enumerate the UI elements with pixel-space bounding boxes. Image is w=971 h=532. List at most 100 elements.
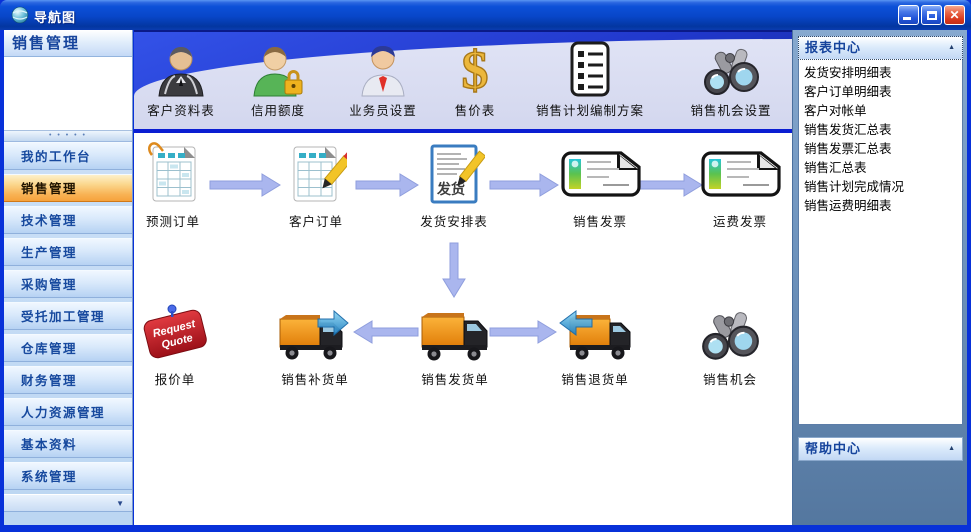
help-center-panel: 帮助中心 ▲: [798, 437, 963, 461]
flow-item-forecast-order[interactable]: 预测订单: [118, 141, 228, 230]
toolbar-item-label: 信用额度: [250, 104, 305, 118]
customer-order-icon: [293, 146, 347, 202]
right-panel: 报表中心 ▲ 发货安排明细表 客户订单明细表 客户对帐单 销售发货汇总表 销售发…: [792, 30, 967, 525]
customer-profile-icon: [158, 47, 204, 97]
sidebar: 销售管理 • • • • • 我的工作台 销售管理 技术管理 生产管理 采购管理…: [4, 30, 133, 525]
sidebar-overflow-chevron[interactable]: ▼: [4, 494, 132, 512]
flow-item-sales-opportunity[interactable]: 销售机会: [675, 299, 785, 388]
flow-arrow: [209, 173, 281, 197]
sidebar-splitter-handle[interactable]: • • • • •: [4, 131, 132, 142]
flow-arrow: [442, 242, 466, 298]
dollar-price-icon: $: [461, 40, 489, 98]
sidebar-header: 销售管理: [4, 30, 132, 57]
flow-canvas: 预测订单 客户订单: [134, 133, 793, 525]
app-globe-icon: [11, 6, 29, 24]
sidebar-item-warehouse-management[interactable]: 仓库管理: [4, 334, 132, 362]
flow-item-customer-order[interactable]: 客户订单: [261, 141, 371, 230]
toolbar-item-label: 售价表: [454, 104, 496, 118]
flow-item-label: 销售发票: [572, 215, 627, 229]
replenishment-truck-icon: [279, 309, 349, 360]
report-center-title: 报表中心: [805, 40, 862, 55]
forecast-order-icon: [148, 142, 196, 202]
sidebar-item-hr-management[interactable]: 人力资源管理: [4, 398, 132, 426]
flow-item-shipping-schedule[interactable]: 发货 发货安排表: [399, 141, 509, 230]
flow-item-sales-invoice[interactable]: 销售发票: [545, 141, 655, 230]
sidebar-item-my-workbench[interactable]: 我的工作台: [4, 142, 132, 170]
svg-text:$: $: [462, 40, 489, 98]
flow-item-label: 客户订单: [288, 215, 343, 229]
sidebar-item-purchase-management[interactable]: 采购管理: [4, 270, 132, 298]
toolbar-banner: 客户资料表 信用额度: [134, 30, 793, 133]
toolbar-item-label: 销售计划编制方案: [535, 104, 644, 118]
help-center-header[interactable]: 帮助中心 ▲: [798, 437, 963, 461]
return-truck-icon: [559, 310, 631, 360]
flow-arrow: [489, 320, 557, 344]
report-item[interactable]: 客户订单明细表: [804, 85, 892, 99]
flow-arrow: [353, 320, 419, 344]
sidebar-item-finance-management[interactable]: 财务管理: [4, 366, 132, 394]
salesman-icon: [361, 46, 405, 97]
flow-item-label: 销售补货单: [281, 373, 349, 387]
toolbar-item-sales-opportunity-setup[interactable]: 销售机会设置: [666, 38, 796, 119]
report-item[interactable]: 销售计划完成情况: [804, 180, 905, 194]
report-item[interactable]: 客户对帐单: [804, 104, 867, 118]
flow-item-label: 销售发货单: [421, 373, 489, 387]
sidebar-item-basic-data[interactable]: 基本资料: [4, 430, 132, 458]
toolbar-item-label: 销售机会设置: [690, 104, 772, 118]
binoculars-icon: [704, 48, 759, 95]
window-title: 导航图: [34, 10, 77, 25]
credit-limit-icon: [253, 47, 303, 97]
sidebar-item-production-management[interactable]: 生产管理: [4, 238, 132, 266]
shipping-schedule-icon: 发货: [430, 144, 485, 204]
flow-item-quotation[interactable]: Request Quote 报价单: [120, 299, 230, 388]
maximize-button[interactable]: [921, 5, 942, 25]
close-button[interactable]: ✕: [944, 5, 965, 25]
flow-item-label: 运费发票: [712, 215, 767, 229]
report-item[interactable]: 销售发货汇总表: [804, 123, 892, 137]
collapse-up-icon[interactable]: ▲: [948, 445, 956, 452]
delivery-truck-icon: [421, 313, 488, 361]
freight-invoice-icon: [701, 151, 781, 197]
toolbar-item-label: 客户资料表: [147, 104, 215, 118]
sidebar-item-consigned-processing[interactable]: 受托加工管理: [4, 302, 132, 330]
report-center-header[interactable]: 报表中心 ▲: [798, 36, 963, 60]
sales-invoice-icon: [561, 151, 641, 197]
help-center-title: 帮助中心: [805, 441, 862, 456]
report-item[interactable]: 销售汇总表: [804, 161, 867, 175]
flow-item-label: 销售机会: [702, 373, 757, 387]
flow-arrow: [355, 173, 419, 197]
toolbar-item-price-list[interactable]: $ 售价表: [410, 38, 540, 119]
toolbar-item-credit-limit[interactable]: 信用额度: [213, 38, 343, 119]
flow-arrow: [639, 173, 703, 197]
report-center-panel: 报表中心 ▲ 发货安排明细表 客户订单明细表 客户对帐单 销售发货汇总表 销售发…: [798, 36, 963, 425]
report-list: 发货安排明细表 客户订单明细表 客户对帐单 销售发货汇总表 销售发票汇总表 销售…: [798, 60, 963, 425]
title-bar[interactable]: 导航图 ✕: [0, 0, 971, 30]
minimize-button[interactable]: [898, 5, 919, 25]
toolbar-item-sales-plan[interactable]: 销售计划编制方案: [525, 38, 655, 119]
sidebar-item-sales-management[interactable]: 销售管理: [4, 174, 132, 202]
sidebar-empty-panel: [4, 57, 132, 131]
flow-arrow: [489, 173, 559, 197]
flow-item-sales-replenishment[interactable]: 销售补货单: [260, 299, 370, 388]
quotation-icon: Request Quote: [143, 304, 207, 359]
flow-item-label: 报价单: [154, 373, 196, 387]
report-item[interactable]: 销售运费明细表: [804, 199, 892, 213]
sidebar-item-tech-management[interactable]: 技术管理: [4, 206, 132, 234]
sidebar-item-system-management[interactable]: 系统管理: [4, 462, 132, 490]
binoculars-icon: [702, 312, 759, 360]
toolbar-item-salesman-setup[interactable]: 业务员设置: [318, 38, 448, 119]
flow-item-sales-return[interactable]: 销售退货单: [540, 299, 650, 388]
report-item[interactable]: 发货安排明细表: [804, 66, 892, 80]
flow-item-freight-invoice[interactable]: 运费发票: [685, 141, 795, 230]
flow-item-label: 预测订单: [145, 215, 200, 229]
flow-item-label: 销售退货单: [561, 373, 629, 387]
toolbar-item-customer-profile[interactable]: 客户资料表: [116, 38, 246, 119]
flow-arrows: [209, 173, 703, 344]
collapse-up-icon[interactable]: ▲: [948, 44, 956, 51]
toolbar-item-label: 业务员设置: [349, 104, 417, 118]
main-area: 客户资料表 信用额度: [134, 30, 793, 525]
flow-item-label: 发货安排表: [420, 215, 488, 229]
flow-item-sales-delivery[interactable]: 销售发货单: [400, 299, 510, 388]
report-item[interactable]: 销售发票汇总表: [804, 142, 892, 156]
